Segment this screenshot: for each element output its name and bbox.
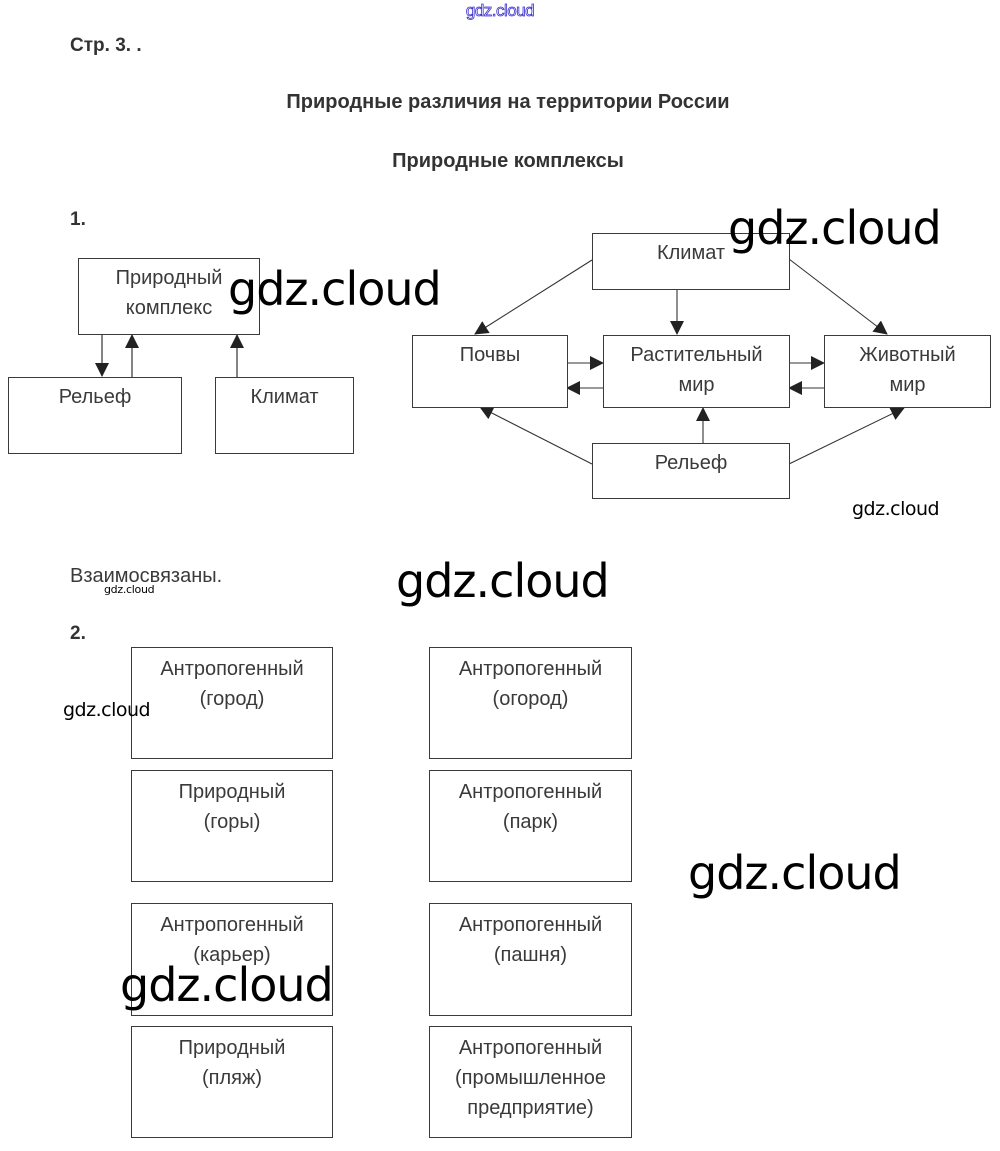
box-example: (парк) [502, 811, 559, 833]
arrow-climate-to-animals [788, 258, 888, 335]
box-label: Рельеф [58, 386, 132, 408]
classification-box: Антропогенный (город) [131, 647, 333, 759]
classification-box: Природный (пляж) [131, 1026, 333, 1138]
box-label: Климат [250, 386, 319, 408]
box-animals: Животный мир [824, 335, 991, 408]
box-example-line2: предприятие) [467, 1097, 594, 1119]
watermark: gdz.cloud [104, 583, 155, 596]
classification-box: Природный (горы) [131, 770, 333, 882]
box-label: Почвы [459, 344, 521, 366]
box-natural-complex: Природный комплекс [78, 258, 260, 335]
box-type: Антропогенный [458, 781, 603, 803]
box-label: Климат [656, 242, 726, 264]
box-example: (промышленное [454, 1067, 607, 1089]
page-number: Стр. 3. . [70, 35, 142, 56]
box-example: (пляж) [201, 1067, 263, 1089]
box-relief-left: Рельеф [8, 377, 182, 454]
box-type: Антропогенный [160, 658, 304, 680]
box-type: Антропогенный [458, 914, 603, 936]
watermark: gdz.cloud [688, 846, 902, 900]
classification-box: Антропогенный (парк) [429, 770, 632, 882]
box-label: Растительный [630, 344, 763, 366]
watermark: gdz.cloud [396, 554, 610, 608]
classification-box: Антропогенный (карьер) [131, 903, 333, 1016]
box-example: (карьер) [193, 944, 271, 966]
task1-number: 1. [70, 209, 86, 230]
task1-answer: Взаимосвязаны. [70, 565, 223, 587]
box-type: Природный [178, 1037, 286, 1059]
box-type: Антропогенный [458, 658, 603, 680]
box-label: Рельеф [654, 452, 728, 474]
arrow-climate-to-soils [474, 259, 593, 335]
watermark: gdz.cloud [728, 201, 942, 255]
arrow-relief-to-soils [479, 406, 593, 465]
page-subtitle: Природные комплексы [392, 150, 624, 172]
box-climate-left: Климат [215, 377, 354, 454]
box-plants: Растительный мир [603, 335, 790, 408]
box-label: комплекс [125, 297, 213, 319]
box-example: (горы) [203, 811, 261, 833]
box-label: Природный [115, 267, 223, 289]
box-type: Природный [178, 781, 286, 803]
box-relief: Рельеф [592, 443, 790, 499]
box-type: Антропогенный [160, 914, 304, 936]
box-label: мир [678, 374, 715, 396]
box-type: Антропогенный [458, 1037, 603, 1059]
classification-box: Антропогенный (промышленное предприятие) [429, 1026, 632, 1138]
watermark: gdz.cloud [852, 498, 940, 520]
box-example: (пашня) [493, 944, 568, 966]
watermark: gdz.cloud [120, 958, 334, 1012]
box-example: (огород) [492, 688, 569, 710]
classification-box: Антропогенный (пашня) [429, 903, 632, 1016]
classification-box: Антропогенный (огород) [429, 647, 632, 759]
task2-number: 2. [70, 623, 86, 644]
box-label: мир [889, 374, 926, 396]
box-example: (город) [199, 688, 265, 710]
box-label: Животный [859, 344, 956, 366]
page-title: Природные различия на территории России [286, 91, 730, 113]
top-watermark: gdz.cloud [465, 1, 535, 21]
arrow-relief-to-animals [788, 407, 905, 465]
watermark: gdz.cloud [63, 699, 151, 721]
box-soils: Почвы [412, 335, 568, 408]
box-climate: Климат [592, 233, 790, 290]
watermark: gdz.cloud [228, 262, 442, 316]
